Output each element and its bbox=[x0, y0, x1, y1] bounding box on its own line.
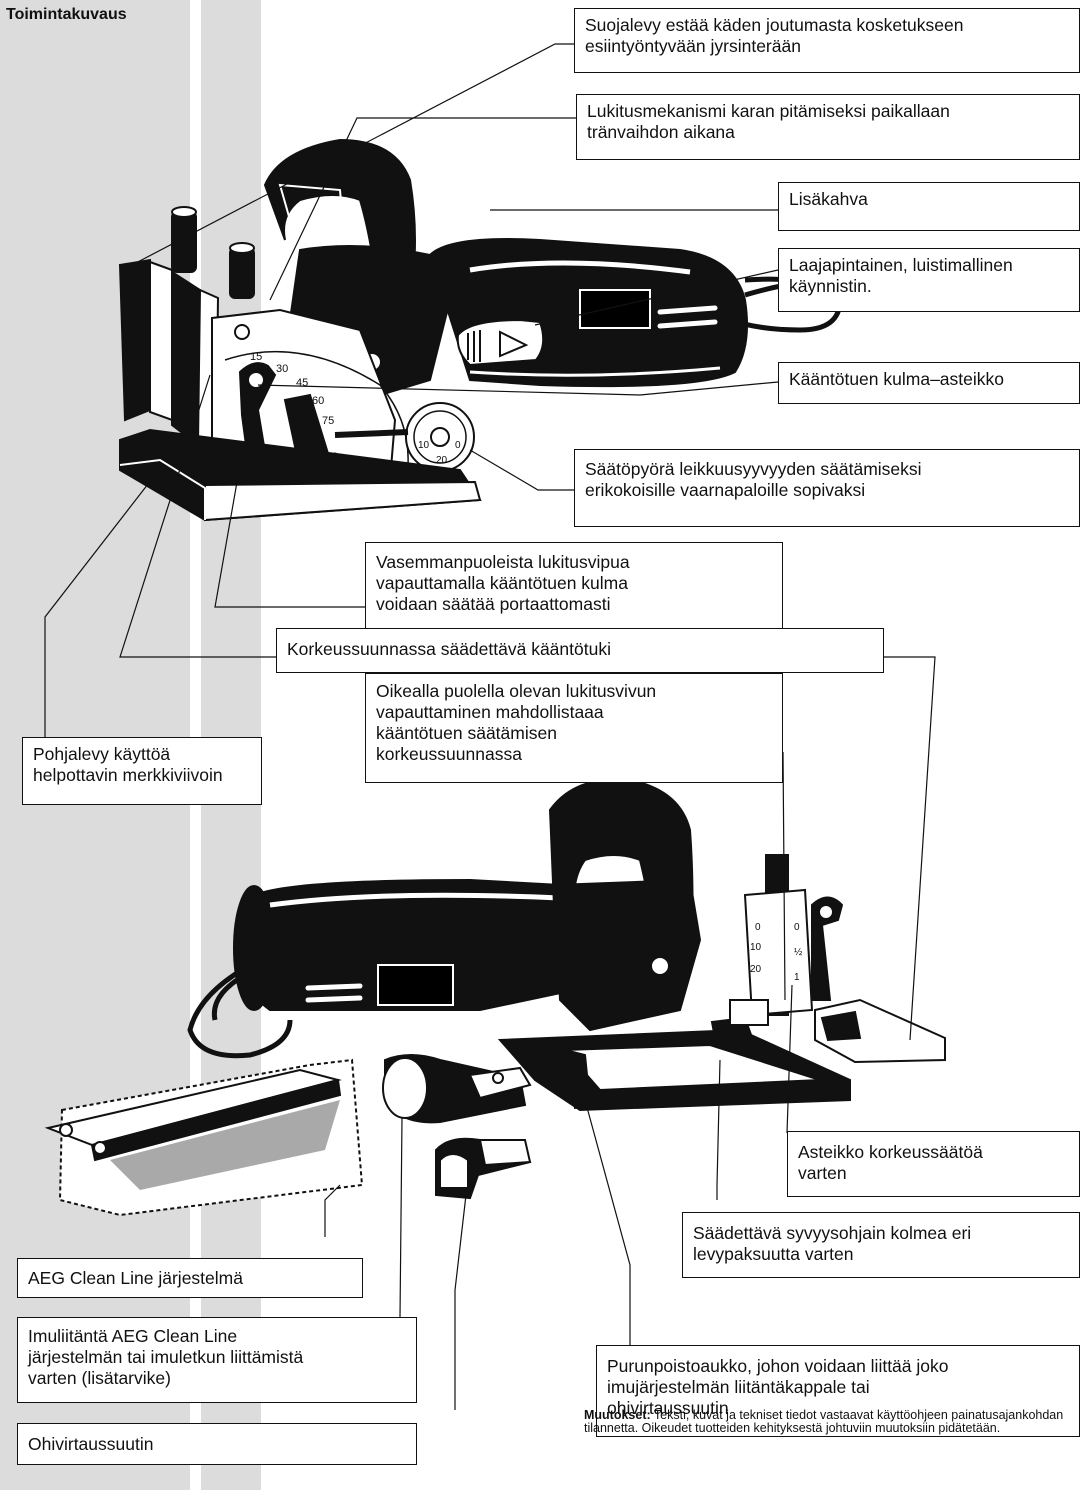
height-tick: 0 bbox=[755, 922, 761, 933]
angle-tick: 30 bbox=[276, 363, 288, 375]
label-imuliitanta: Imuliitäntä AEG Clean Line järjestelmän … bbox=[17, 1317, 417, 1403]
dial-tick: 10 bbox=[418, 440, 430, 451]
depth-dial-ticks: 10 20 0 bbox=[418, 440, 461, 466]
changes-note-heading: Muutokset: bbox=[584, 1408, 651, 1422]
height-tick: 10 bbox=[750, 942, 762, 953]
label-vasemmanpuoleista: Vasemmanpuoleista lukitusvipua vapauttam… bbox=[365, 542, 783, 630]
label-asteikko-korkeus: Asteikko korkeussäätöä varten bbox=[787, 1131, 1080, 1197]
label-kulma-asteikko: Kääntötuen kulma–asteikko bbox=[778, 362, 1080, 404]
leader-lines bbox=[44, 43, 936, 1410]
dial-tick: 20 bbox=[436, 455, 448, 466]
label-kaynnistin: Laajapintainen, luistimallinen käynnisti… bbox=[778, 248, 1080, 312]
vacuum-adapter bbox=[382, 1054, 532, 1124]
height-scale-ticks: 0 10 20 0 ½ 1 bbox=[750, 922, 803, 983]
dial-tick: 0 bbox=[455, 440, 461, 451]
bypass-nozzle bbox=[435, 1137, 532, 1200]
angle-tick: 15 bbox=[250, 351, 262, 363]
label-ohivirtaussuutin: Ohivirtaussuutin bbox=[17, 1423, 417, 1465]
label-purunpoisto: Purunpoistoaukko, johon voidaan liittää … bbox=[596, 1345, 1080, 1437]
clean-line-bag bbox=[44, 1058, 364, 1217]
label-pohjalevy: Pohjalevy käyttöä helpottavin merkkiviiv… bbox=[22, 737, 262, 805]
height-tick: 1 bbox=[794, 972, 800, 983]
bottom-machine bbox=[187, 778, 946, 1112]
angle-tick: 90 bbox=[326, 451, 338, 463]
label-korkeussuunnassa: Korkeussuunnassa säädettävä kääntötuki bbox=[276, 628, 884, 673]
height-tick: ½ bbox=[794, 947, 803, 958]
changes-note-text: Teksti, kuvat ja tekniset tiedot vastaav… bbox=[584, 1408, 1064, 1435]
label-oikealla: Oikealla puolella olevan lukitusvivun va… bbox=[365, 673, 783, 783]
label-lisakahva: Lisäkahva bbox=[778, 182, 1080, 231]
angle-tick: 75 bbox=[322, 415, 334, 427]
label-clean-line: AEG Clean Line järjestelmä bbox=[17, 1258, 363, 1298]
label-syvyysohjain: Säädettävä syvyysohjain kolmea eri levyp… bbox=[682, 1212, 1080, 1278]
section-title: Toimintakuvaus bbox=[6, 6, 127, 23]
label-suojalevy: Suojalevy estää käden joutumasta kosketu… bbox=[574, 8, 1080, 73]
height-tick: 0 bbox=[794, 922, 800, 933]
angle-scale-ticks: 15 30 45 60 75 90 bbox=[250, 351, 338, 463]
label-saatopyora: Säätöpyörä leikkuusyyvyyden säätämiseksi… bbox=[574, 449, 1080, 527]
angle-tick: 60 bbox=[312, 395, 324, 407]
height-tick: 20 bbox=[750, 964, 762, 975]
angle-tick: 45 bbox=[296, 377, 308, 389]
label-lukitusmekanismi: Lukitusmekanismi karan pitämiseksi paika… bbox=[576, 94, 1080, 160]
changes-note: Muutokset: Teksti, kuvat ja tekniset tie… bbox=[584, 1409, 1079, 1435]
